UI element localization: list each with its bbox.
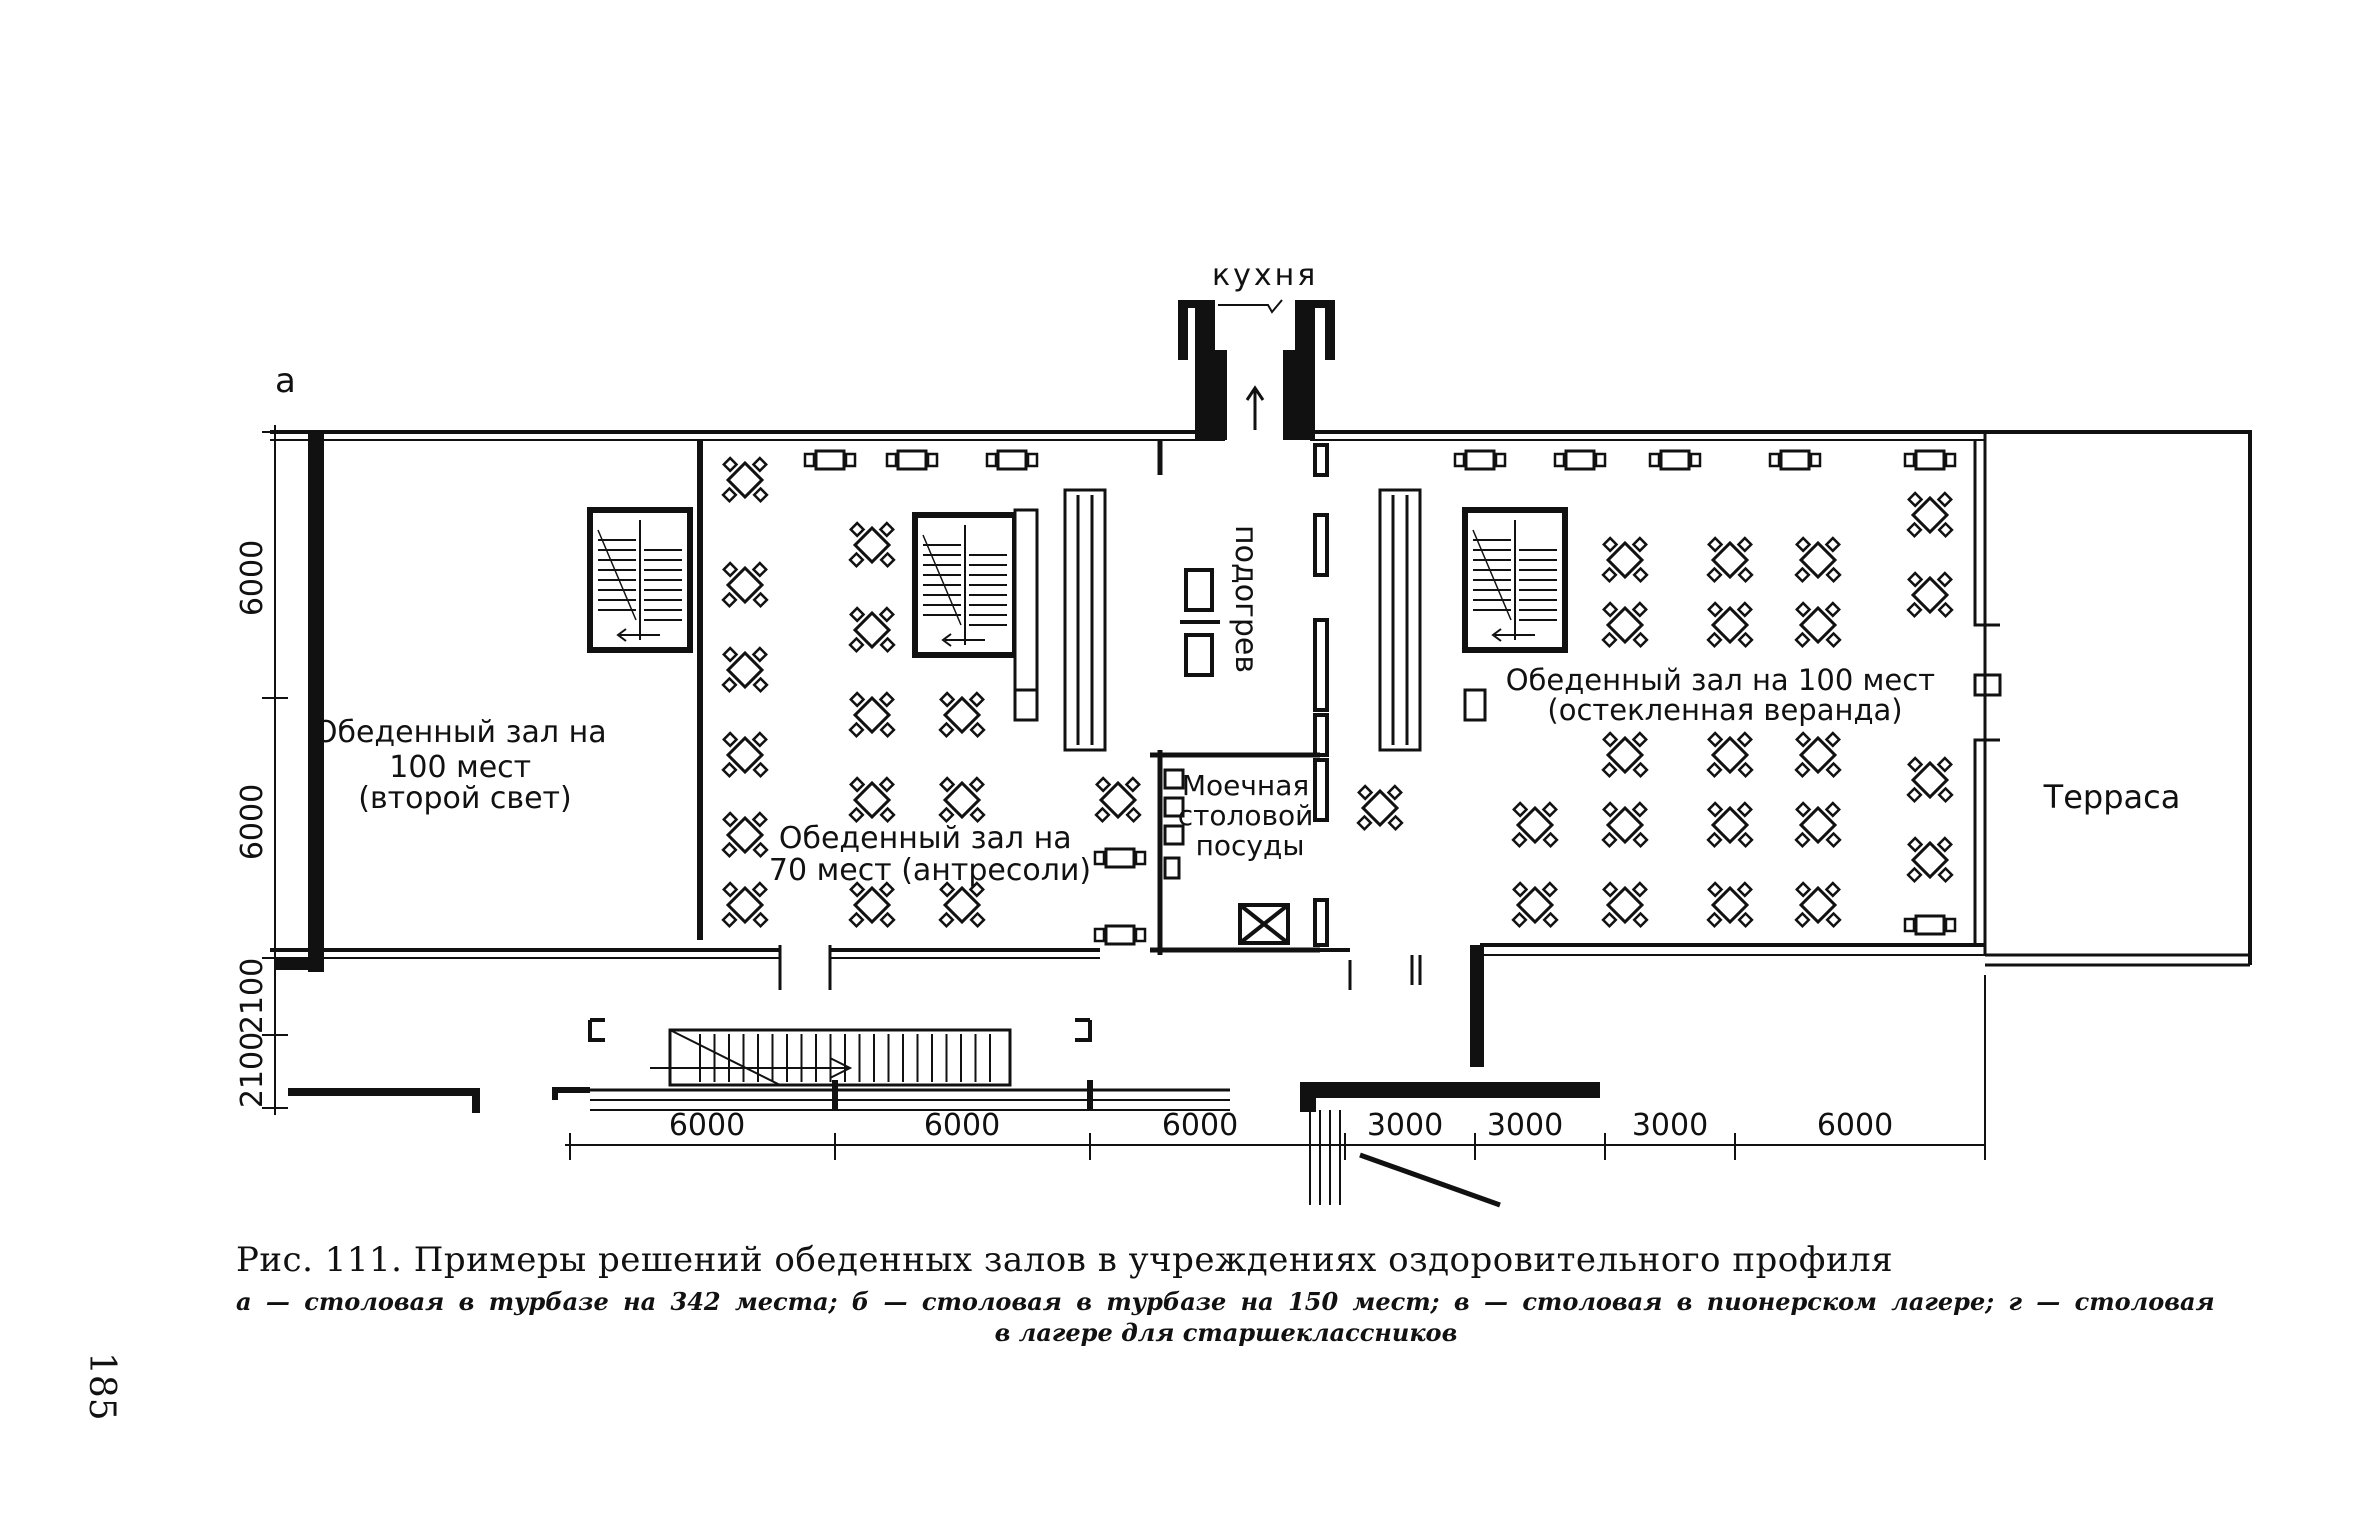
wall-table-icon xyxy=(885,449,939,471)
kitchen-corridor xyxy=(1178,300,1335,440)
square-table-icon xyxy=(1794,881,1842,928)
vertical-dimension-labels: 6000 6000 2100 2100 xyxy=(235,540,270,1108)
dim-vertical-6000-bottom: 6000 xyxy=(235,784,270,860)
dim-horizontal-3: 6000 xyxy=(1162,1108,1238,1143)
square-table-icon xyxy=(721,646,769,693)
heating-label: подогрев xyxy=(1228,525,1263,673)
figure-caption-legend: а — столовая в турбазе на 342 места; б —… xyxy=(236,1287,2215,1316)
central-partitions xyxy=(1313,443,1329,947)
square-table-icon xyxy=(1794,601,1842,648)
square-table-icon xyxy=(1706,881,1754,928)
dim-horizontal-2: 6000 xyxy=(924,1108,1000,1143)
square-table-icon xyxy=(1511,801,1559,848)
dim-vertical-2100-bottom: 2100 xyxy=(235,1032,270,1108)
square-table-icon xyxy=(1706,731,1754,778)
square-table-icon xyxy=(938,776,986,823)
square-table-icon xyxy=(938,881,986,928)
room-label-terrace: Терраса xyxy=(2043,778,2181,816)
wall-table-icon xyxy=(1768,449,1822,471)
room-label-veranda: Обеденный зал на 100 мест (остекленная в… xyxy=(1506,663,1945,727)
square-table-icon xyxy=(848,776,896,823)
room-label-dishwashing: Моечная столовой посуды xyxy=(1178,769,1323,862)
square-table-icon xyxy=(1906,491,1954,538)
square-table-icon xyxy=(938,691,986,738)
figure-caption-legend-continued: в лагере для старшеклассников xyxy=(994,1318,1458,1347)
dim-vertical-6000-top: 6000 xyxy=(235,540,270,616)
square-table-icon xyxy=(1094,776,1142,823)
square-table-icon xyxy=(1511,881,1559,928)
dishwashing-equipment xyxy=(1163,768,1185,880)
square-table-icon xyxy=(721,811,769,858)
square-table-icon xyxy=(721,456,769,503)
square-table-icon xyxy=(848,881,896,928)
square-table-icon xyxy=(1794,731,1842,778)
wall-table-icon xyxy=(1553,449,1607,471)
kitchen-label: кухня xyxy=(1212,258,1318,293)
square-table-icon xyxy=(1706,801,1754,848)
dimension-lines xyxy=(262,425,1986,1160)
square-table-icon xyxy=(848,521,896,568)
square-table-icon xyxy=(1906,571,1954,618)
square-table-icon xyxy=(1356,784,1404,831)
square-table-icon xyxy=(1601,731,1649,778)
square-table-icon xyxy=(1794,801,1842,848)
square-table-icon xyxy=(1601,881,1649,928)
room-label-mezzanine: Обеденный зал на 70 мест (антресоли) xyxy=(769,821,1091,888)
square-table-icon xyxy=(1601,801,1649,848)
square-table-icon xyxy=(721,731,769,778)
warmer-units xyxy=(1180,568,1220,677)
wall-table-icon xyxy=(1903,449,1957,471)
wall-table-icon xyxy=(1093,847,1147,869)
horizontal-dimension-labels: 6000 6000 6000 3000 3000 3000 6000 xyxy=(669,1108,1893,1143)
dim-horizontal-5: 3000 xyxy=(1487,1108,1563,1143)
serving-counters xyxy=(1063,488,1422,752)
square-table-icon xyxy=(1906,756,1954,803)
square-table-icon xyxy=(1906,836,1954,883)
staircase-left xyxy=(590,510,690,650)
plan-label: а xyxy=(275,361,296,401)
wall-table-icon xyxy=(1903,914,1957,936)
square-table-icon xyxy=(1706,601,1754,648)
page-number: 185 xyxy=(81,1352,122,1421)
dim-horizontal-4: 3000 xyxy=(1367,1108,1443,1143)
dim-horizontal-1: 6000 xyxy=(669,1108,745,1143)
square-table-icon xyxy=(721,881,769,928)
left-wall xyxy=(308,432,324,972)
wall-table-icon xyxy=(1093,924,1147,946)
staircase-right xyxy=(1465,510,1565,650)
square-table-icon xyxy=(1706,536,1754,583)
room-label-second-light: Обеденный зал на 100 мест (второй свет) xyxy=(314,715,616,816)
dim-vertical-2100-top: 2100 xyxy=(235,958,270,1034)
square-table-icon xyxy=(1601,536,1649,583)
wall-table-icon xyxy=(1453,449,1507,471)
square-table-icon xyxy=(848,691,896,738)
dim-horizontal-7: 6000 xyxy=(1817,1108,1893,1143)
lift-shaft xyxy=(1238,903,1290,945)
staircase-middle xyxy=(915,515,1015,655)
square-table-icon xyxy=(848,606,896,653)
entrance-area xyxy=(552,945,1501,1208)
wall-table-icon xyxy=(985,449,1039,471)
dim-horizontal-6: 3000 xyxy=(1632,1108,1708,1143)
wall-table-icon xyxy=(1648,449,1702,471)
wall-table-icon xyxy=(803,449,857,471)
square-table-icon xyxy=(1794,536,1842,583)
square-table-icon xyxy=(1601,601,1649,648)
outer-walls xyxy=(270,430,2252,967)
square-table-icon xyxy=(721,561,769,608)
figure-caption-title: Рис. 111. Примеры решений обеденных зало… xyxy=(236,1240,1894,1280)
